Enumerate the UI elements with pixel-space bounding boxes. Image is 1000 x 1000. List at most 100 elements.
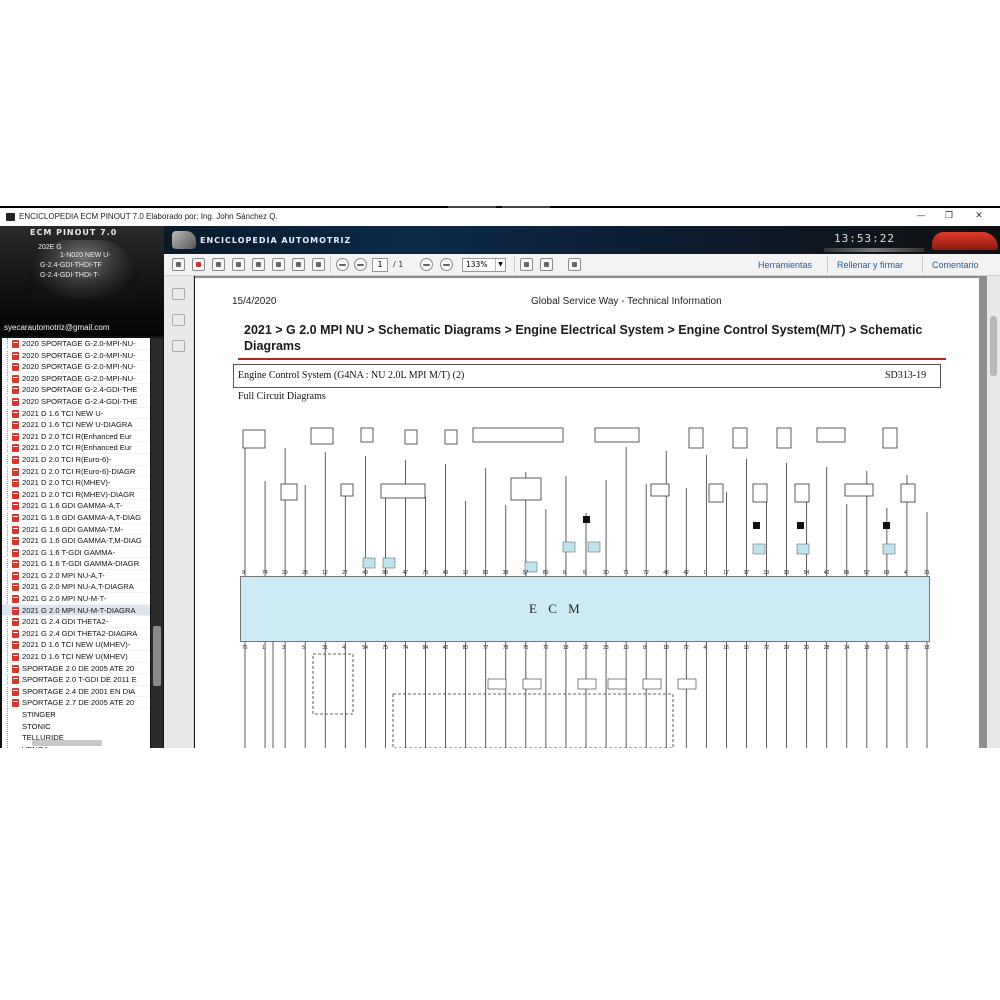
tree-file-item[interactable]: 2020 SPORTAGE G-2.0-MPI-NU-: [2, 361, 150, 373]
tree-file-item[interactable]: 2020 SPORTAGE G-2.0-MPI-NU-: [2, 373, 150, 385]
pdf-file-icon: [12, 374, 19, 383]
tree-file-item[interactable]: 2021 G 1.6 T-GDI GAMMA-: [2, 547, 150, 559]
tree-file-item[interactable]: 2021 G 1.6 T-GDI GAMMA-DIAGR: [2, 558, 150, 570]
email-icon[interactable]: [312, 258, 325, 271]
tree-file-item[interactable]: 2021 D 1.6 TCI NEW U-: [2, 408, 150, 420]
pin-number: 35: [784, 570, 790, 576]
tree-folder-item[interactable]: STONIC: [22, 721, 51, 731]
tools-button[interactable]: Herramientas: [758, 260, 813, 270]
tree-vertical-scrollbar[interactable]: [151, 338, 163, 748]
tree-item-label: 2021 G 2.4 GDI THETA2-: [22, 617, 109, 627]
close-button[interactable]: ✕: [975, 211, 983, 221]
tree-file-item[interactable]: 2021 G 2.0 MPI NU-A,T-DIAGRA: [2, 581, 150, 594]
tree-file-item[interactable]: 2020 SPORTAGE G-2.0-MPI-NU-: [2, 350, 150, 362]
component-symbol: [280, 483, 298, 501]
zoom-in-icon[interactable]: [440, 258, 453, 271]
pdf-file-icon: [12, 537, 19, 546]
tree-file-item[interactable]: SPORTAGE 2.0 T-GDI DE 2011 E: [2, 674, 150, 686]
tree-file-item[interactable]: 2021 G 2.0 MPI NU-M-T-DIAGRA: [2, 604, 150, 617]
component-symbol: [594, 427, 640, 443]
tree-file-item[interactable]: SPORTAGE 2.0 DE 2005 ATE 20: [2, 663, 150, 675]
pin-number: 75: [382, 645, 388, 651]
scrollbar-thumb[interactable]: [990, 316, 997, 376]
layers-icon[interactable]: [172, 340, 185, 352]
helmet-logo-icon: [172, 231, 196, 249]
attachment-icon[interactable]: [172, 314, 185, 326]
banner-logo-text: ENCICLOPEDIA AUTOMOTRIZ: [200, 236, 352, 245]
pen-tool-icon[interactable]: [568, 258, 581, 271]
tree-file-item[interactable]: 2020 SPORTAGE G-2.0-MPI-NU-: [2, 338, 150, 350]
pdf-file-icon: [12, 687, 19, 696]
tree-file-item[interactable]: 2021 D 2.0 TCI R(MHEV)-: [2, 477, 150, 489]
tree-item-label: 2021 D 1.6 TCI NEW U(MHEV)-: [22, 640, 131, 650]
tree-item-label: 2021 D 1.6 TCI NEW U-: [22, 408, 104, 418]
file-tree[interactable]: 2020 SPORTAGE G-2.0-MPI-NU-2020 SPORTAGE…: [2, 338, 150, 748]
pin-number: 12: [463, 570, 469, 576]
next-page-icon[interactable]: [354, 258, 367, 271]
tree-horizontal-scrollbar[interactable]: [32, 740, 102, 746]
app-banner: ENCICLOPEDIA AUTOMOTRIZ 13:53:22: [164, 226, 1000, 254]
document-vertical-scrollbar[interactable]: [987, 276, 1000, 748]
tree-file-item[interactable]: 2021 G 1.6 GDI GAMMA-T,M-DIAG: [2, 535, 150, 547]
tree-file-item[interactable]: 2021 D 1.6 TCI NEW U(MHEV): [2, 651, 150, 663]
tree-folder-item[interactable]: STINGER: [22, 710, 56, 719]
zoom-select[interactable]: 133%▼: [462, 258, 506, 272]
component-symbol: [882, 427, 898, 449]
left-panel: ECM PINOUT 7.0 202E G 1-N020 NEW U- G-2.…: [0, 226, 164, 748]
ground-symbol: [753, 522, 760, 529]
zoom-out-icon[interactable]: [420, 258, 433, 271]
tree-item-label: 2020 SPORTAGE G-2.4-GDI-THE: [22, 396, 138, 406]
pin-number: 63: [884, 570, 890, 576]
page-number-input[interactable]: 1: [372, 258, 388, 272]
tree-file-item[interactable]: 2021 G 2.0 MPI NU-A,T-: [2, 570, 150, 582]
tree-file-item[interactable]: 2021 G 2.4 GDI THETA2-DIAGRA: [2, 628, 150, 640]
tree-folder-item[interactable]: VENGA: [2, 744, 150, 748]
tree-file-item[interactable]: 2020 SPORTAGE G-2.4-GDI-THE: [2, 396, 150, 408]
fill-and-sign-button[interactable]: Rellenar y firmar: [837, 260, 904, 270]
tree-file-item[interactable]: 2021 D 2.0 TCI R(Euro-6)-: [2, 454, 150, 466]
save-icon[interactable]: [272, 258, 285, 271]
share-icon[interactable]: [232, 258, 245, 271]
pdf-file-icon: [12, 455, 19, 464]
document-viewport[interactable]: 15/4/2020 Global Service Way - Technical…: [195, 276, 987, 748]
tree-file-item[interactable]: 2021 D 1.6 TCI NEW U(MHEV)-: [2, 639, 150, 652]
component-symbol: [732, 427, 748, 449]
pages-icon[interactable]: [172, 288, 185, 300]
tree-file-item[interactable]: 2021 G 1.6 GDI GAMMA-A,T-DIAG: [2, 512, 150, 524]
tree-file-item[interactable]: SPORTAGE 2.4 DE 2001 EN DIA: [2, 686, 150, 698]
chevron-down-icon[interactable]: ▼: [495, 259, 505, 271]
relay-symbol: [642, 678, 662, 690]
print-icon[interactable]: [292, 258, 305, 271]
component-symbol: [688, 427, 704, 449]
fit-width-icon[interactable]: [540, 258, 553, 271]
upload-icon[interactable]: [252, 258, 265, 271]
toolbar-separator: [330, 257, 331, 273]
minimize-button[interactable]: —: [916, 211, 926, 221]
tree-file-item[interactable]: 2020 SPORTAGE G-2.4-GDI-THE: [2, 384, 150, 396]
pin-number: 16: [723, 645, 729, 651]
tree-file-item[interactable]: 2021 D 2.0 TCI R(MHEV)-DIAGR: [2, 489, 150, 501]
tree-file-item[interactable]: 2021 D 1.6 TCI NEW U-DIAGRA: [2, 419, 150, 431]
scrollbar-thumb[interactable]: [153, 626, 161, 686]
pin-number: 42: [443, 645, 449, 651]
open-file-icon[interactable]: [172, 258, 185, 271]
maximize-button[interactable]: ❐: [944, 211, 954, 221]
pin-number: 15: [743, 645, 749, 651]
fit-page-icon[interactable]: [520, 258, 533, 271]
tree-file-item[interactable]: 2021 G 2.0 MPI NU-M-T-: [2, 593, 150, 605]
tree-file-item[interactable]: 2021 G 1.6 GDI GAMMA-T,M-: [2, 524, 150, 536]
edit-icon[interactable]: [212, 258, 225, 271]
create-pdf-icon[interactable]: [192, 258, 205, 271]
tree-file-item[interactable]: 2021 D 2.0 TCI R(Enhanced Eur: [2, 431, 150, 443]
tree-file-item[interactable]: 2021 D 2.0 TCI R(Enhanced Eur: [2, 442, 150, 454]
tree-file-item[interactable]: 2021 G 2.4 GDI THETA2-: [2, 616, 150, 628]
comment-button[interactable]: Comentario: [932, 260, 979, 270]
tree-file-item[interactable]: 2021 G 1.6 GDI GAMMA-A,T-: [2, 500, 150, 512]
tree-file-item[interactable]: 2021 D 2.0 TCI R(Euro-6)-DIAGR: [2, 466, 150, 478]
tree-item-label: SPORTAGE 2.0 DE 2005 ATE 20: [22, 663, 135, 673]
previous-page-icon[interactable]: [336, 258, 349, 271]
tree-folder-item[interactable]: TELLURIDE: [22, 733, 64, 743]
pin-number: 30: [603, 570, 609, 576]
tree-item-label: 2021 G 1.6 GDI GAMMA-T,M-DIAG: [22, 536, 142, 546]
tree-file-item[interactable]: SPORTAGE 2.7 DE 2005 ATE 20: [2, 697, 150, 709]
